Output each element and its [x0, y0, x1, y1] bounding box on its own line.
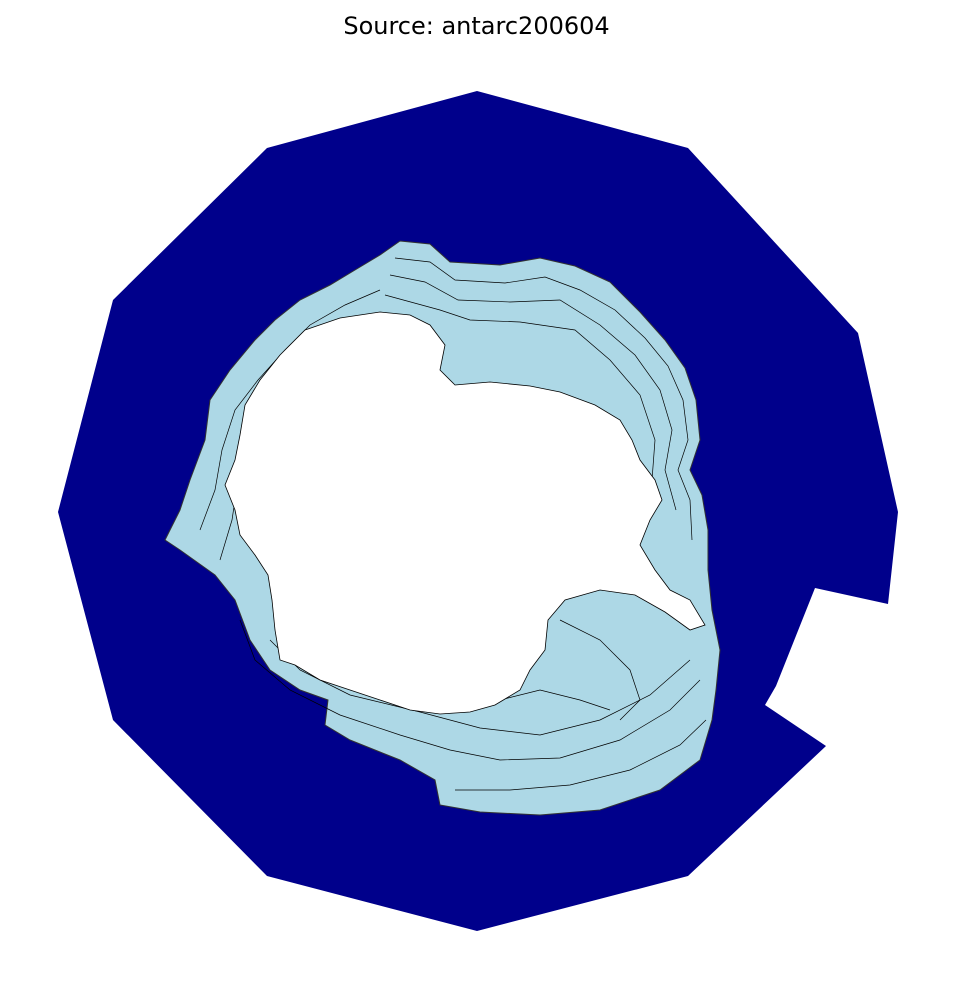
contour-line	[559, 619, 641, 721]
contour-line	[389, 274, 677, 511]
map-title: Source: antarc200604	[343, 12, 610, 40]
antarctica-landmass	[224, 311, 706, 715]
contour-line	[455, 719, 707, 791]
contour-line	[199, 289, 381, 531]
contour-line	[499, 689, 611, 711]
contour-line	[239, 619, 701, 761]
contour-line	[384, 294, 656, 481]
contour-line	[394, 257, 693, 541]
